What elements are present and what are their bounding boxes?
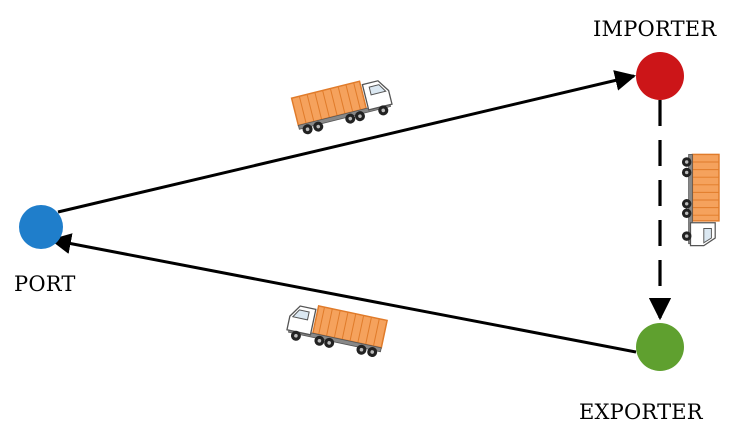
edge-exporter-to-port: [49, 233, 637, 354]
node-port: [19, 205, 63, 249]
node-importer: [636, 52, 684, 100]
truck-icon-port-to-importer: [290, 74, 395, 137]
truck-icon-importer-to-exporter: [681, 153, 720, 247]
node-label-exporter: EXPORTER: [579, 400, 704, 421]
node-exporter: [636, 323, 684, 371]
node-label-importer: IMPORTER: [593, 17, 717, 41]
truck-icon-exporter-to-port: [284, 299, 388, 360]
node-label-port: PORT: [14, 272, 76, 296]
edge-port-to-importer: [57, 70, 637, 214]
